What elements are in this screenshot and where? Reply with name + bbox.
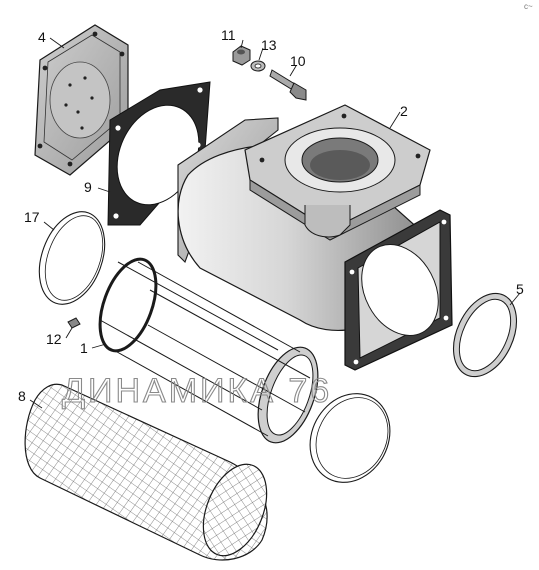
callout-2: 2 [400, 103, 408, 119]
pin-part-12 [67, 317, 81, 329]
seal-ring-part-5 [452, 292, 518, 378]
leader-lines [29, 37, 521, 409]
callout-4: 4 [38, 29, 46, 45]
callout-11: 11 [221, 27, 236, 43]
callout-10: 10 [290, 53, 306, 69]
callout-5: 5 [516, 281, 524, 297]
bolt-part-10 [269, 69, 307, 101]
callout-12: 12 [46, 331, 62, 347]
o-ring-lower [309, 393, 391, 483]
mesh-filter-part-8 [24, 383, 268, 561]
callout-1: 1 [80, 340, 88, 356]
callout-9: 9 [84, 179, 92, 195]
washer-part-13 [250, 60, 266, 72]
callout-17: 17 [24, 209, 40, 225]
cover-plate-part-4 [34, 24, 129, 176]
o-ring-part-17 [38, 211, 106, 305]
corner-mark: c~ [524, 2, 533, 11]
nut-part-11 [232, 45, 251, 66]
cage-part-1 [98, 257, 319, 444]
watermark-text: ДИНАМИКА 76 [62, 372, 332, 410]
callout-8: 8 [18, 388, 26, 404]
callout-13: 13 [261, 37, 277, 53]
housing-part-2 [177, 104, 453, 371]
